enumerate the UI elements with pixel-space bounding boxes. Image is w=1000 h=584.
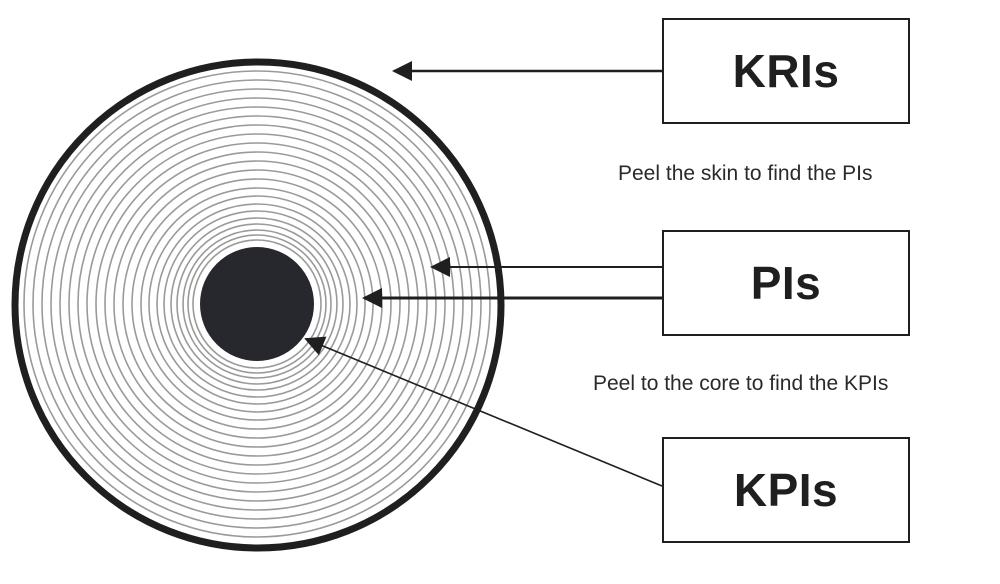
inner-rings (23, 70, 491, 538)
pis-label: PIs (750, 257, 822, 309)
ring-12 (122, 169, 392, 439)
ring-22 (192, 239, 322, 369)
ring-5 (59, 106, 455, 502)
ring-21 (187, 234, 327, 374)
kpis-label: KPIs (733, 464, 839, 516)
ring-2 (32, 79, 482, 529)
skin-caption: Peel the skin to find the PIs (618, 162, 873, 185)
ring-8 (86, 133, 428, 475)
ring-17 (163, 210, 351, 398)
kpis-arrow (304, 336, 663, 487)
core-circle (200, 247, 314, 361)
ring-19 (176, 223, 338, 385)
ring-10 (104, 151, 410, 457)
pis-box: PIs (662, 230, 910, 336)
ring-1 (23, 70, 491, 538)
ring-7 (77, 124, 437, 484)
ring-9 (95, 142, 419, 466)
kris-box: KRIs (662, 18, 910, 124)
ring-16 (156, 203, 358, 405)
ring-4 (50, 97, 464, 511)
ring-18 (170, 217, 344, 391)
ring-3 (41, 88, 473, 520)
core-caption: Peel to the core to find the KPIs (593, 372, 889, 395)
ring-11 (113, 160, 401, 448)
kris-label: KRIs (732, 45, 840, 97)
ring-20 (182, 229, 332, 379)
outer-skin-ring (11, 58, 505, 552)
ring-13 (131, 178, 383, 430)
ring-6 (68, 115, 446, 493)
kpis-box: KPIs (662, 437, 910, 543)
